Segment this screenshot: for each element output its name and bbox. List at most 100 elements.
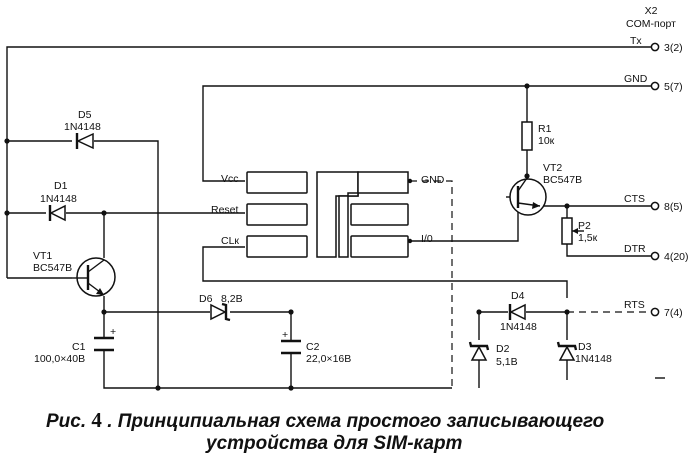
resistor-r1: R1 10к xyxy=(521,121,555,151)
r1-ref: R1 xyxy=(538,123,552,135)
caption-number: 4 xyxy=(91,408,102,432)
p2-value: 1,5к xyxy=(578,232,598,244)
d3-body xyxy=(558,345,576,361)
junction xyxy=(407,238,413,244)
transistor-vt1: VT1 BC547B xyxy=(33,250,116,297)
junction xyxy=(288,385,294,391)
circuit-schematic: X2 COM-порт Tx 3(2) GND 5(7) CTS 8(5) DT… xyxy=(4,5,689,391)
vt2-collector-lead xyxy=(517,177,528,192)
r1-body xyxy=(521,121,533,151)
d3-bar xyxy=(556,341,578,351)
junction xyxy=(101,210,107,216)
wire-gnd-dashed xyxy=(410,180,453,388)
junction xyxy=(564,203,570,209)
wire-c1-bottom xyxy=(103,350,452,389)
zener-d6: D6 8,2B xyxy=(199,293,243,322)
d5-ref: D5 xyxy=(78,109,92,121)
potentiometer-p2: P2 1,5к xyxy=(561,217,598,245)
d6-ref: D6 xyxy=(199,293,213,305)
sim-contact-reset xyxy=(246,203,308,226)
d6-value: 8,2B xyxy=(221,293,243,305)
caption-line1-rest: . Принципиальная схема простого записыва… xyxy=(107,411,605,432)
junctions xyxy=(4,83,570,391)
d4-value: 1N4148 xyxy=(500,321,537,333)
d6-bar xyxy=(221,302,231,322)
sim-label-io: I/0 xyxy=(421,233,433,245)
p2-body xyxy=(561,217,573,245)
diode-d5: D5 1N4148 xyxy=(64,109,101,150)
pin-number-tx: 3(2) xyxy=(664,42,683,54)
pin-number-gnd: 5(7) xyxy=(664,81,683,93)
connector-name: COM-порт xyxy=(626,18,676,30)
c1-ref: C1 xyxy=(72,341,86,353)
pin-label-cts: CTS xyxy=(624,193,645,205)
d2-bar xyxy=(468,341,490,351)
vt1-value: BC547B xyxy=(33,262,72,274)
d2-ref: D2 xyxy=(496,343,510,355)
junction xyxy=(288,309,294,315)
junction xyxy=(476,309,482,315)
d2-value: 5,1B xyxy=(496,356,518,368)
pin-label-rts: RTS xyxy=(624,299,645,311)
c1-polarity: + xyxy=(110,326,116,338)
r1-value: 10к xyxy=(538,135,555,147)
diode-d1-body xyxy=(49,204,66,222)
c2-ref: C2 xyxy=(306,341,320,353)
pin-circle-tx xyxy=(650,42,660,52)
d1-value: 1N4148 xyxy=(40,193,77,205)
zener-d2: D2 5,1B xyxy=(468,341,518,368)
wire-d5 xyxy=(7,140,159,388)
d6-body xyxy=(210,303,227,321)
connector-ref: X2 xyxy=(645,5,658,17)
sim-card: Vcc Reset CLк GND I/0 xyxy=(211,171,445,258)
wire-tx xyxy=(6,46,651,278)
junction xyxy=(524,173,530,179)
sim-label-vcc: Vcc xyxy=(221,173,239,185)
pin-label-dtr: DTR xyxy=(624,243,646,255)
p2-ref: P2 xyxy=(578,220,591,232)
d5-value: 1N4148 xyxy=(64,121,101,133)
diode-d5-body xyxy=(76,132,94,150)
c1-value: 100,0×40B xyxy=(34,353,85,365)
sim-contact-clk xyxy=(246,235,308,258)
d3-value: 1N4148 xyxy=(575,353,612,365)
diode-d4: D4 1N4148 xyxy=(500,290,537,333)
pin-number-dtr: 4(20) xyxy=(664,251,689,263)
capacitor-c1: + C1 100,0×40B xyxy=(34,326,116,365)
pin-label-gnd: GND xyxy=(624,73,648,85)
vt1-body xyxy=(76,257,116,297)
p2-wiper-arrow xyxy=(572,228,578,234)
zener-d3: D3 1N4148 xyxy=(556,341,612,365)
pin-circle-cts xyxy=(650,201,660,211)
pin-label-tx: Tx xyxy=(630,35,642,47)
vt1-ref: VT1 xyxy=(33,250,52,262)
d2-body xyxy=(470,345,488,361)
vt2-value: BC547B xyxy=(543,174,582,186)
d3-ref: D3 xyxy=(578,341,592,353)
caption-line-2: устройства для SIM-карт xyxy=(206,433,463,454)
caption-prefix: Рис. xyxy=(46,411,87,432)
junction xyxy=(524,83,530,89)
vt1-arrow xyxy=(96,288,104,295)
junction xyxy=(564,309,570,315)
c2-value: 22,0×16B xyxy=(306,353,351,365)
c2-polarity: + xyxy=(282,329,288,341)
junction xyxy=(4,138,10,144)
vt2-arrow xyxy=(532,202,540,209)
sim-contact-vcc xyxy=(246,171,308,194)
connector-x2: X2 COM-порт Tx 3(2) GND 5(7) CTS 8(5) DT… xyxy=(624,5,689,319)
pin-circle-gnd xyxy=(650,81,660,91)
sim-label-gnd: GND xyxy=(421,174,445,186)
diode-d1: D1 1N4148 xyxy=(40,180,77,222)
d4-ref: D4 xyxy=(511,290,525,302)
junction xyxy=(155,385,161,391)
sim-contact-io-upper xyxy=(350,203,409,226)
pin-number-cts: 8(5) xyxy=(664,201,683,213)
vt2-body xyxy=(509,178,547,216)
wire-emitter-line xyxy=(104,311,292,341)
pin-number-rts: 7(4) xyxy=(664,307,683,319)
vt2-ref: VT2 xyxy=(543,162,562,174)
d1-ref: D1 xyxy=(54,180,68,192)
d4-body xyxy=(509,303,526,321)
sim-contact-io xyxy=(350,235,409,258)
